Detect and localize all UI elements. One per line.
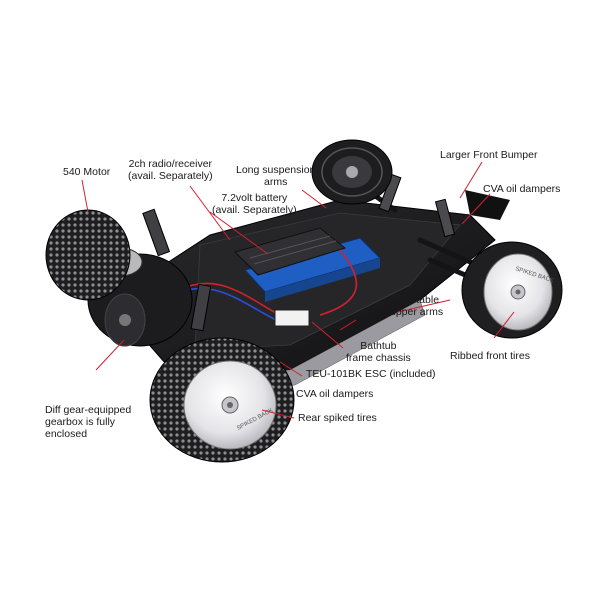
label-540-motor: 540 Motor — [63, 166, 111, 178]
esc-unit — [274, 309, 310, 327]
label-bathtub-frame-chassis: Bathtub frame chassis — [346, 340, 411, 364]
rear-dampers — [142, 208, 212, 332]
label-long-suspension-arms: Long suspension arms — [236, 164, 316, 188]
label-larger-front-bumper: Larger Front Bumper — [440, 149, 538, 161]
leader-lines — [81, 161, 515, 419]
front-dampers — [378, 173, 456, 238]
label-ribbed-front-tires: Ribbed front tires — [450, 350, 530, 362]
label-diff-gearbox: Diff gear-equipped gearbox is fully encl… — [45, 404, 132, 440]
label-adjustable-upper-arms: Adjustable upper arms — [390, 294, 444, 318]
label-rear-spiked-tires: Rear spiked tires — [298, 412, 377, 424]
label-cva-front-dampers: CVA oil dampers — [483, 183, 561, 195]
label-esc: TEU-101BK ESC (included) — [306, 368, 436, 380]
label-cva-rear-dampers: CVA oil dampers — [296, 388, 374, 400]
front-tire-right: SPIKED BACK — [461, 241, 563, 339]
front-tire-left — [311, 139, 393, 205]
rear-tire-left — [45, 209, 131, 301]
label-radio-receiver: 2ch radio/receiver (avail. Separately) — [128, 158, 213, 182]
label-battery: 7.2volt battery (avail. Separately) — [212, 192, 297, 216]
rear-tire-right: SPIKED BACK — [149, 337, 295, 463]
receiver-box — [234, 227, 347, 276]
front-bumper — [465, 190, 510, 220]
